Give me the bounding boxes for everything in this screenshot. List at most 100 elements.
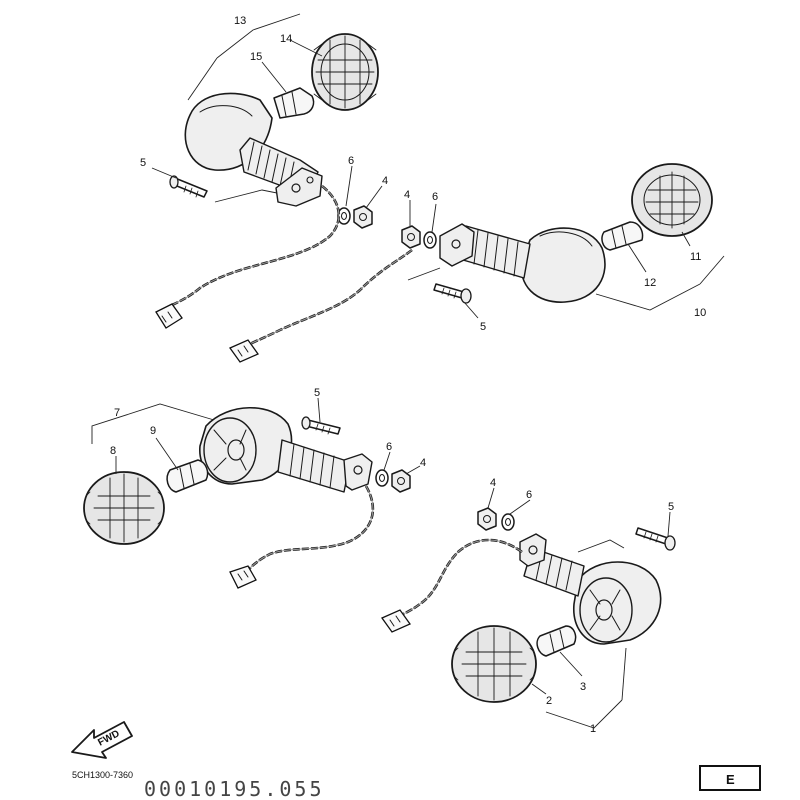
housing-7-socket (227, 439, 245, 461)
housing-1-rim (579, 577, 633, 643)
lens-14-knurl (313, 43, 377, 101)
connector-13 (155, 303, 183, 329)
callout-labels: 13 14 15 5 6 4 4 6 11 12 5 10 7 9 8 5 6 … (110, 15, 706, 735)
bracket-7 (91, 403, 215, 444)
bracket-10-leg (699, 255, 725, 285)
nut-4-lower-right (477, 507, 497, 531)
mount-hole (353, 465, 363, 475)
screw-5-upper-right (433, 283, 472, 304)
lens-8-pattern (93, 473, 155, 543)
turn-signal-assembly-10 (229, 163, 725, 363)
connector-1 (381, 609, 411, 633)
washer-6-lower-right (501, 513, 515, 531)
bulb-9-base (179, 463, 195, 489)
mount-hole (291, 183, 301, 193)
bracket-13 (216, 13, 301, 59)
lens-14-pattern (315, 35, 375, 109)
stalk-ribs-7 (289, 443, 335, 489)
bulb-3-base (549, 629, 565, 653)
lens-2-knurl (453, 647, 535, 681)
callout-13: 13 (234, 15, 246, 27)
washer-6-top (337, 207, 351, 225)
lens-2-pattern (461, 627, 527, 701)
callout-9: 9 (150, 425, 156, 437)
signal-housing-1 (573, 561, 662, 645)
housing-highlight (539, 231, 593, 247)
callout-6: 6 (386, 441, 392, 453)
signal-stalk-7 (277, 439, 351, 493)
diagram-code: 5CH1300-7360 (72, 770, 133, 780)
callout-5: 5 (668, 501, 674, 513)
diagram-id: 00010195.055 (144, 777, 325, 800)
footer: 5CH1300-7360 00010195.055 E (72, 765, 761, 800)
leader-lines (115, 39, 691, 695)
wire-10 (249, 248, 413, 346)
callout-7: 7 (114, 407, 120, 419)
housing-7-rim (203, 417, 257, 483)
mount-block-7 (343, 453, 373, 491)
turn-signal-assembly-1 (381, 507, 676, 729)
turn-signal-assembly-13 (155, 13, 379, 329)
callout-6: 6 (526, 489, 532, 501)
mount-hole (451, 239, 461, 249)
page-tag: E (726, 772, 735, 787)
callout-6: 6 (348, 155, 354, 167)
callout-4: 4 (382, 175, 388, 187)
mount-hole (528, 545, 538, 555)
callout-2: 2 (546, 695, 552, 707)
nut-4-upper-right (401, 225, 421, 249)
lens-11-pattern (645, 171, 699, 229)
connector-10 (229, 339, 259, 363)
bulb-3 (536, 625, 577, 657)
screw-5-top-left (169, 175, 208, 198)
callout-11: 11 (690, 251, 701, 263)
stalk-ribs-1 (535, 551, 573, 591)
bulb-9 (166, 459, 209, 493)
housing-highlight (199, 105, 253, 117)
callout-4: 4 (404, 189, 410, 201)
stalk-ribs-10 (473, 229, 519, 277)
mount-block-1 (519, 533, 547, 567)
callout-8: 8 (110, 445, 116, 457)
bulb-12-base (611, 225, 627, 249)
turn-signal-assembly-7 (83, 403, 411, 589)
callout-6: 6 (432, 191, 438, 203)
stalk-ribs-13 (247, 141, 295, 191)
washer-6-upper-right (423, 231, 437, 249)
bulb-15-base (281, 91, 297, 117)
callout-4: 4 (420, 457, 426, 469)
washer-6-middle-left (375, 469, 389, 487)
callout-5: 5 (140, 157, 146, 169)
bracket-1-leg (621, 647, 627, 701)
wire-7 (245, 485, 375, 573)
lens-8-knurl (85, 491, 163, 525)
page-tag-box (699, 765, 761, 791)
mount-block-10 (439, 223, 475, 267)
wire-1 (397, 538, 523, 618)
callout-10: 10 (694, 307, 706, 319)
mount-hole (306, 176, 314, 184)
callout-1: 1 (590, 723, 596, 735)
housing-1-ribs (589, 589, 621, 631)
screw-5-middle-left (301, 416, 341, 435)
callout-3: 3 (580, 681, 586, 693)
bulb-12 (601, 221, 644, 251)
callout-5: 5 (480, 321, 486, 333)
fwd-arrow: FWD (71, 721, 133, 759)
bracket-10-rear (407, 267, 441, 281)
wire-13 (169, 184, 341, 308)
bracket-1 (545, 699, 623, 729)
callout-14: 14 (280, 33, 292, 45)
screw-5-lower-right (635, 527, 676, 551)
signal-housing-10 (520, 227, 606, 303)
bracket-10 (595, 283, 701, 311)
housing-1-socket (595, 599, 613, 621)
nut-4-top (353, 205, 373, 229)
housing-7-ribs (213, 429, 247, 471)
callout-4: 4 (490, 477, 496, 489)
callout-5: 5 (314, 387, 320, 399)
nut-4-middle-left (391, 469, 411, 493)
bracket-13-leg (187, 57, 218, 101)
bracket-1-upper (577, 539, 625, 553)
